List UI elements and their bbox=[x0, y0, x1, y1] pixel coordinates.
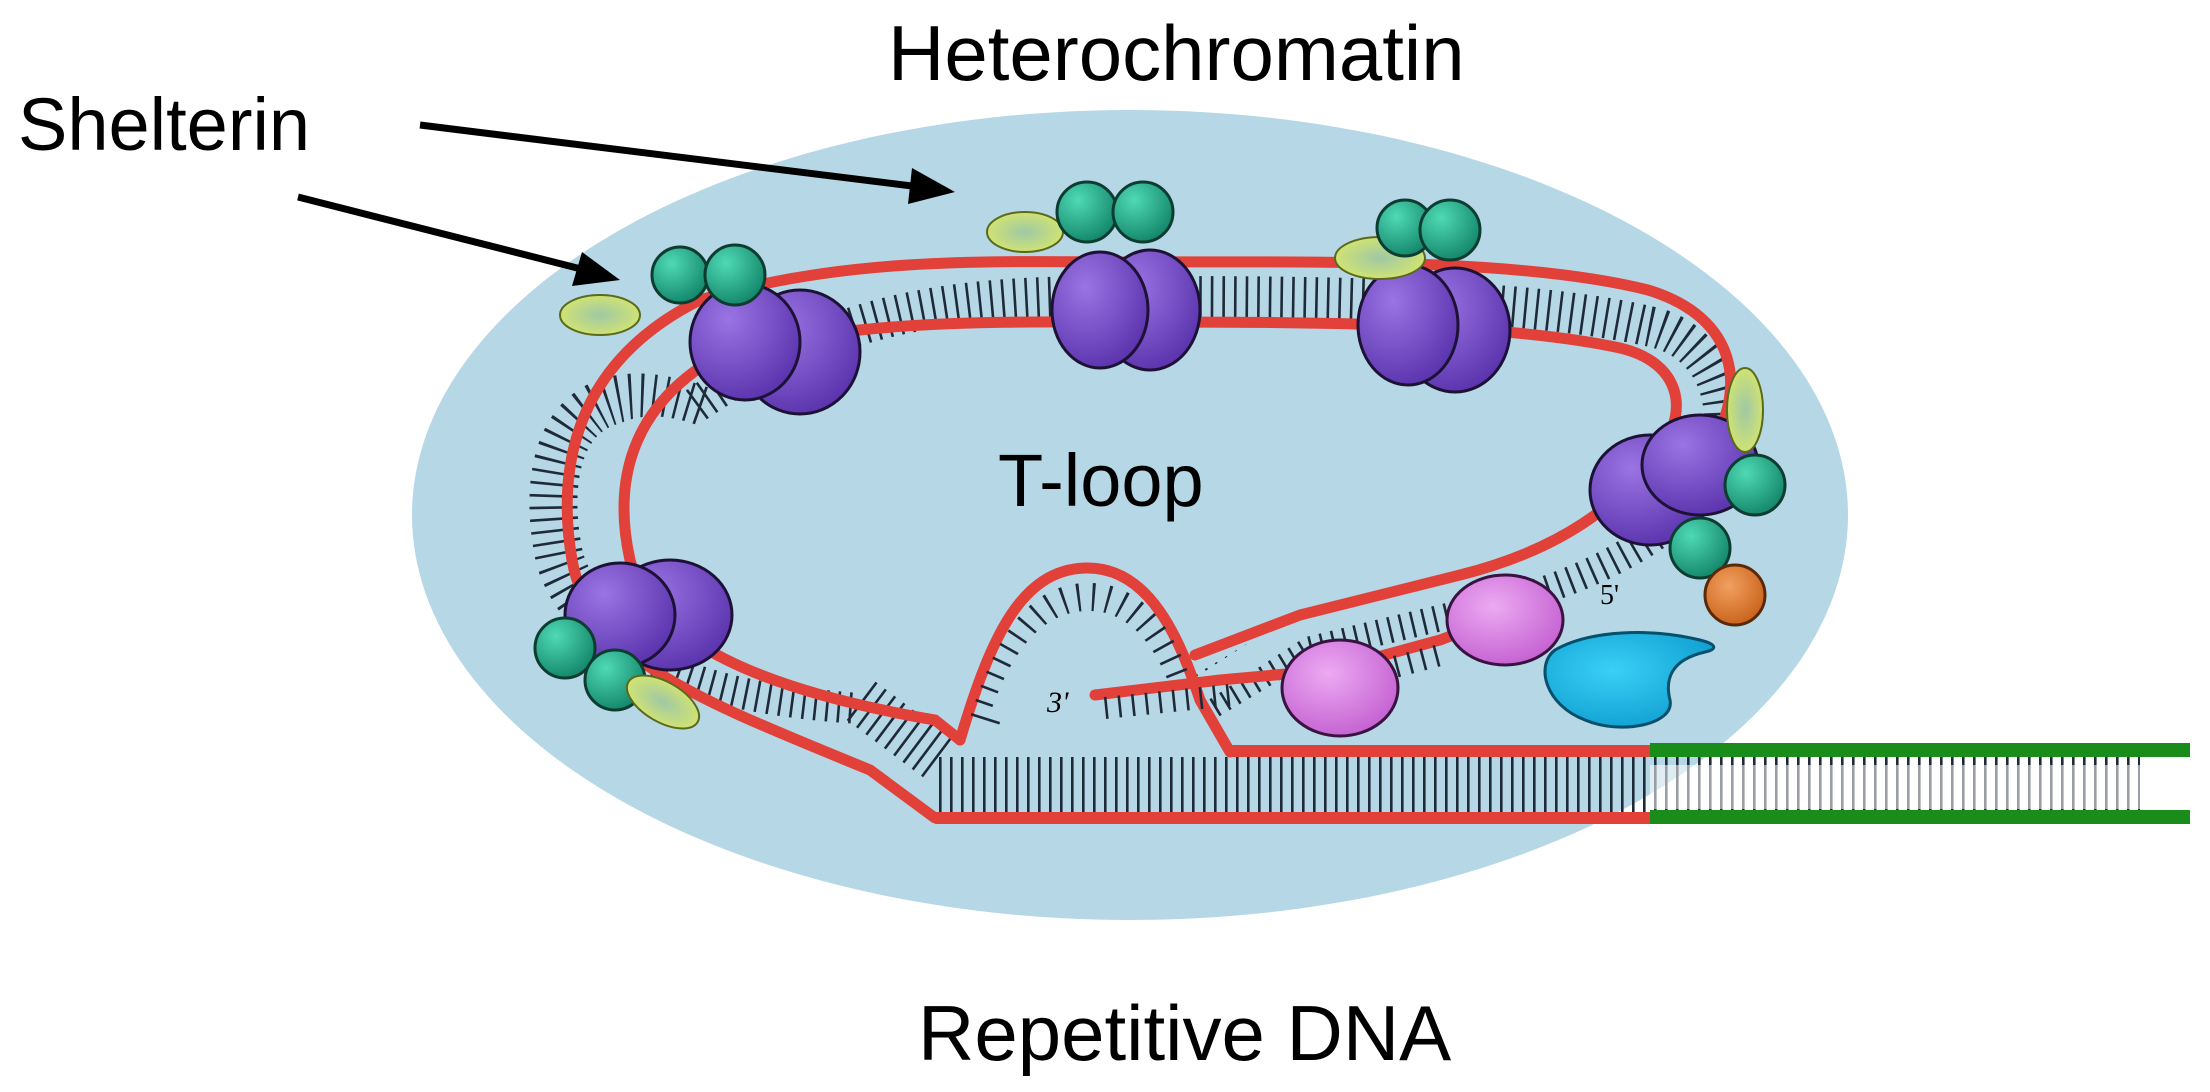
blue-protein bbox=[1543, 631, 1716, 729]
telomere-bottom-strand bbox=[935, 812, 1650, 824]
shelterin-complex-2 bbox=[986, 180, 1202, 372]
genomic-dna-top-strand bbox=[1650, 743, 2190, 757]
t-loop-label: T-loop bbox=[998, 439, 1204, 522]
telomere-top-strand bbox=[1230, 745, 1650, 757]
shelterin-complex-5 bbox=[533, 558, 734, 730]
shelterin-complex-1 bbox=[559, 243, 862, 416]
pink-protein-1 bbox=[1280, 638, 1400, 738]
repetitive-dna-label: Repetitive DNA bbox=[918, 989, 1452, 1077]
shelterin-complex-3 bbox=[1334, 198, 1512, 394]
three-prime-end-label: 3' bbox=[1047, 686, 1069, 719]
heterochromatin-label: Heterochromatin bbox=[888, 9, 1465, 97]
pink-protein-2 bbox=[1445, 573, 1565, 667]
genomic-dna-bottom-strand bbox=[1650, 810, 2190, 824]
duplex-base-pairs-telomeric bbox=[935, 757, 1650, 817]
five-prime-end-label: 5' bbox=[1600, 580, 1620, 611]
shelterin-complex-4 bbox=[1588, 367, 1787, 627]
shelterin-arrows bbox=[297, 121, 955, 286]
shelterin-label: Shelterin bbox=[18, 83, 311, 166]
d-loop-arch bbox=[954, 562, 1236, 758]
